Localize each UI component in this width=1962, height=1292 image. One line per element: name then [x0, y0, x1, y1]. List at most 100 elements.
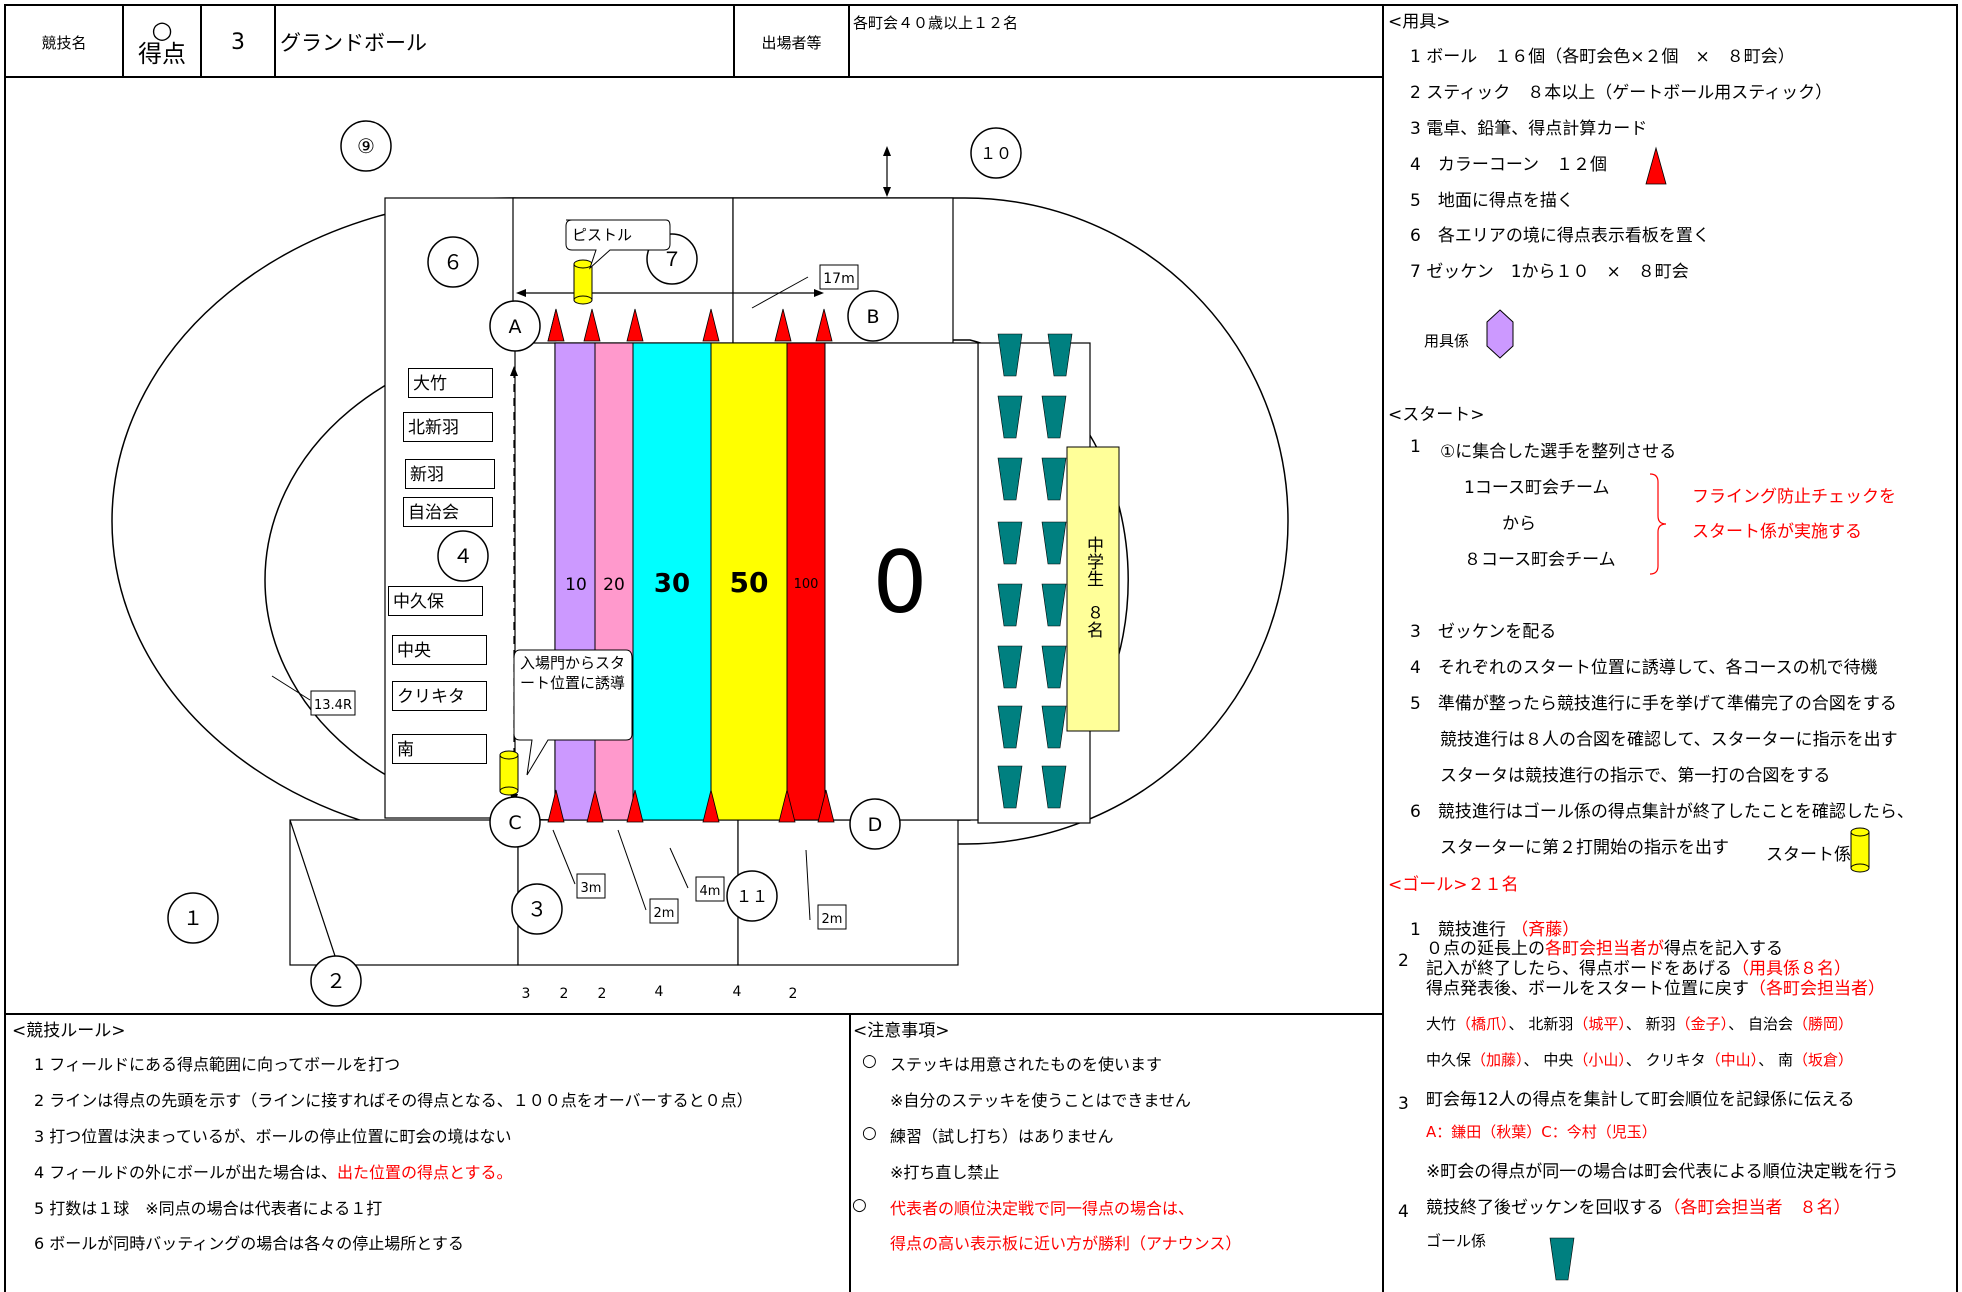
goal-marker [997, 705, 1023, 749]
equipment-item-7: 7 ゼッケン 1から１０ × ８町会 [1410, 262, 1689, 282]
goal-step-3-red: A：鎌田（秋葉）C：今村（児玉） [1426, 1123, 1657, 1141]
town-box-7: クリキタ [392, 681, 487, 711]
score-mark: 得点 [138, 40, 186, 68]
zone-20-label: 20 [603, 575, 625, 595]
pistol-callout: ピストル [565, 219, 671, 270]
flying-check-2: スタート係が実施する [1692, 522, 1862, 542]
start-step-5c: スタータは競技進行の指示で、第一打の合図をする [1440, 766, 1831, 786]
goal-step-2c: 得点発表後、ボールをスタート位置に戻す（各町会担当者） [1426, 979, 1885, 999]
mark-cell: ○ 得点 [124, 6, 202, 78]
goal-marker [1047, 333, 1073, 377]
point-a: A [489, 300, 541, 352]
goal-marker [1041, 521, 1067, 565]
equipment-item-1: 1 ボール １６個（各町会色×２個 × ８町会） [1410, 47, 1795, 67]
cone [774, 308, 792, 342]
width-4b: 4 [733, 984, 742, 1000]
svg-text:B: B [866, 306, 879, 328]
text-3m: 3m [581, 881, 602, 896]
zone-100-area [786, 342, 826, 821]
goal-marker [997, 333, 1023, 377]
width-arrow-right [814, 289, 824, 297]
town-box-2: 北新羽 [403, 412, 493, 442]
box-3m [576, 873, 606, 899]
width-2a: 2 [560, 986, 569, 1002]
event-name: グランドボール [280, 31, 427, 55]
equipment-item-4: 4 カラーコーン １２個 [1410, 155, 1607, 175]
goal-step-1-name: （斉藤） [1511, 920, 1580, 940]
rule-3: 3 打つ位置は決まっているが、ボールの停止位置に町会の境はない [34, 1127, 512, 1146]
entrance-label: 入場門からスタート位置に誘導 [520, 654, 626, 692]
goal-step-3-num: 3 [1398, 1094, 1409, 1114]
goal-assign-row-1: 大竹（橋爪）、 北新羽（城平）、 新羽（金子）、 自治会（勝岡） [1426, 1015, 1854, 1033]
town-box-5: 中久保 [388, 586, 483, 616]
equipment-heading: <用具> [1388, 12, 1451, 32]
goal-marker [1041, 645, 1067, 689]
start-step-3: 3 ゼッケンを配る [1410, 622, 1557, 642]
svg-text:４: ４ [453, 544, 473, 568]
note-2-bullet: ○ [862, 1123, 877, 1143]
flying-check-1: フライング防止チェックを [1692, 487, 1896, 507]
text-2m-b: 2m [822, 912, 843, 927]
svg-text:７: ７ [662, 247, 682, 271]
town-box-1: 大竹 [408, 368, 493, 398]
circle-mark: ○ [151, 16, 173, 44]
circle-9: ⑨ [340, 120, 392, 172]
rule-1: 1 フィールドにある得点範囲に向ってボールを打つ [34, 1055, 401, 1074]
rule-5: 5 打数は１球 ※同点の場合は代表者による１打 [34, 1199, 383, 1218]
width-2c: 2 [789, 986, 798, 1002]
equipment-staff-icon [1486, 309, 1514, 359]
town-box-3: 新羽 [405, 459, 495, 489]
bottom-box-a [289, 819, 519, 966]
svg-text:A: A [509, 316, 522, 338]
cone [583, 308, 601, 342]
svg-text:D: D [868, 814, 883, 836]
start-team-from: から [1502, 514, 1536, 534]
goal-marker [997, 521, 1023, 565]
equipment-staff-label: 用具係 [1424, 332, 1470, 350]
goal-marker [997, 765, 1023, 809]
cone [547, 308, 565, 342]
note-3b: 得点の高い表示板に近い方が勝利（アナウンス） [890, 1234, 1242, 1253]
rules-heading: <競技ルール> [12, 1021, 126, 1041]
goal-step-2a: ０点の延長上の各町会担当者が得点を記入する [1426, 939, 1783, 959]
start-staff-icon [1850, 827, 1870, 873]
cones-bottom [547, 789, 835, 823]
cone [815, 308, 833, 342]
goal-step-3-note: ※町会の得点が同一の場合は町会代表による順位決定戦を行う [1426, 1162, 1899, 1182]
width-2b: 2 [598, 986, 607, 1002]
goal-marker [997, 457, 1023, 501]
cone [626, 789, 644, 823]
entrance-cylinder [499, 750, 519, 796]
goal-marker [1041, 395, 1067, 439]
zone-30-label: 30 [654, 569, 690, 599]
rule-4: 4 フィールドの外にボールが出た場合は、出た位置の得点とする。 [34, 1163, 513, 1182]
start-step-6b: スターターに第２打開始の指示を出す [1440, 838, 1729, 858]
notes-heading: <注意事項> [853, 1021, 950, 1041]
participants-label-cell: 出場者等 [735, 6, 850, 78]
goal-step-1: 1 競技進行 （斉藤） [1410, 915, 1579, 940]
goal-marker [1041, 705, 1067, 749]
start-step-6: 6 競技進行はゴール係の得点集計が終了したことを確認したら、 [1410, 802, 1914, 822]
goal-marker [1041, 765, 1067, 809]
leader-3m [552, 829, 576, 885]
leader-13r [271, 675, 311, 701]
note-3-bullet: ○ [852, 1195, 867, 1215]
svg-text:１: １ [183, 906, 203, 930]
participants-label: 出場者等 [761, 33, 822, 52]
pistol-cylinder [573, 259, 593, 305]
box-13r [310, 690, 356, 716]
note-2: 練習（試し打ち）はありません [890, 1127, 1114, 1146]
header-bottom-line [4, 76, 1382, 78]
goal-marker [997, 645, 1023, 689]
participants-value: 各町会４０歳以上１２名 [853, 14, 1019, 32]
box-2m-a [649, 898, 679, 924]
circle-2: ２ [310, 955, 362, 1007]
cone [586, 789, 604, 823]
goal-assign-row-2: 中久保（加藤）、 中央（小山）、 クリキタ（中山）、 南（坂倉） [1426, 1051, 1854, 1069]
goal-count: ２１名 [1467, 875, 1519, 895]
cones-top [547, 308, 833, 342]
team-bracket [1649, 473, 1667, 575]
field-diagram: 10 20 30 50 100 0 17m ⑨ １０ ６ ７ ４ １ ２ ３ １… [111, 120, 1289, 1007]
box-17m [819, 264, 859, 290]
equipment-item-6: 6 各エリアの境に得点表示看板を置く [1410, 226, 1710, 246]
